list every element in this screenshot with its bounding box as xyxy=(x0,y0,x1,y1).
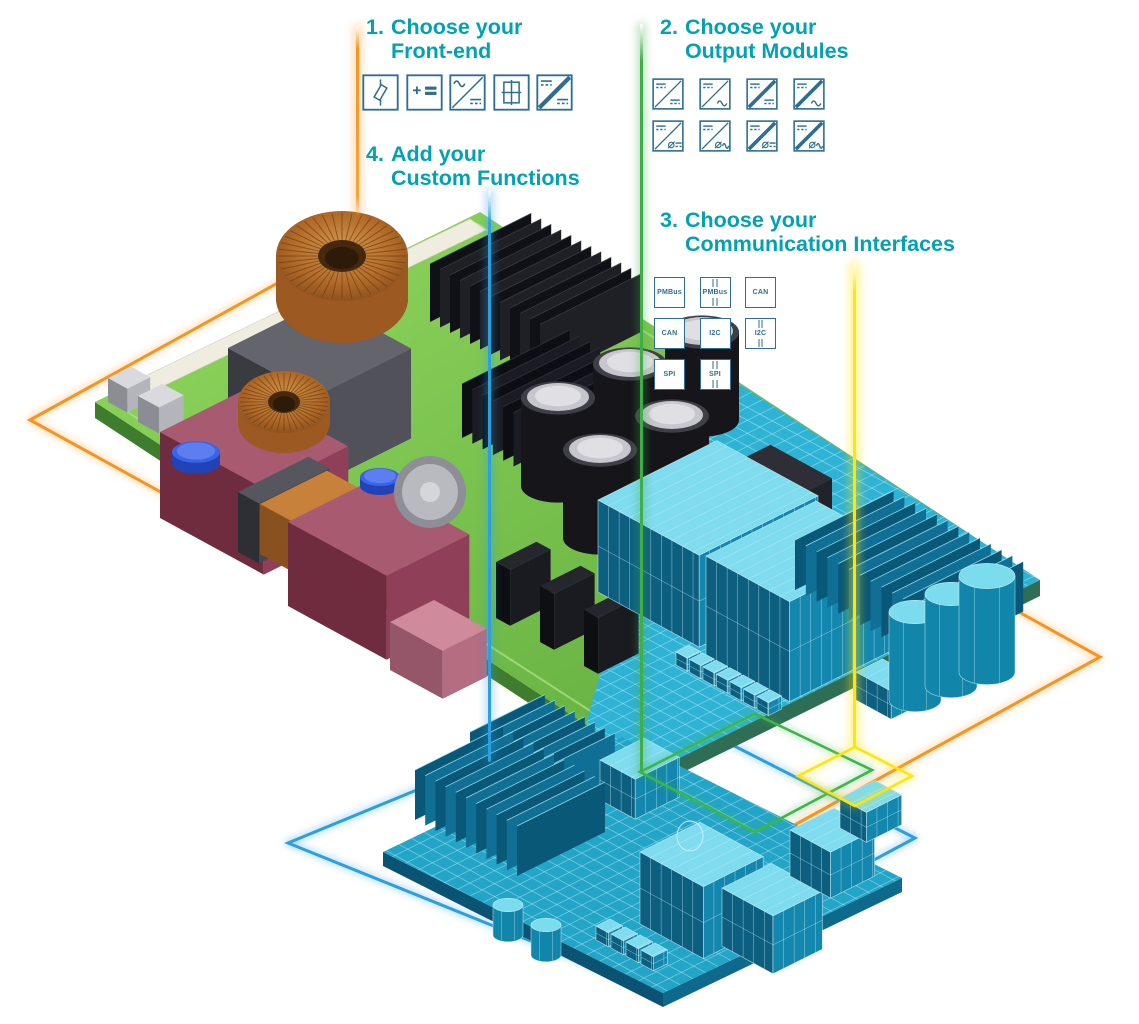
isolated-i2c-interface: I2C xyxy=(745,318,776,349)
interface-label: SPI xyxy=(663,371,676,378)
step-3-number: 3. xyxy=(660,208,678,232)
step-4-line2: Custom Functions xyxy=(390,166,580,191)
step-2-number: 2. xyxy=(660,15,678,39)
isolated-phase-dc-ac-inverter-icon xyxy=(793,120,825,152)
isolation-barrier-icon xyxy=(712,380,718,388)
interface-label: I2C xyxy=(754,330,767,337)
interface-label: SPI xyxy=(709,371,721,378)
dc-dc-converter-icon xyxy=(652,78,684,110)
custom-functions-board xyxy=(383,694,903,1007)
isolated-phase-dc-dc-converter-icon xyxy=(746,120,778,152)
can-interface: CAN xyxy=(745,277,776,308)
frontend-callout-line xyxy=(356,26,359,215)
main-board xyxy=(95,211,1040,786)
i2c-interface: I2C xyxy=(699,318,731,349)
pmbus-interface: PMBus xyxy=(654,277,685,308)
step-4-line1: Add your xyxy=(390,142,486,166)
step-2-line1: Choose your xyxy=(684,15,817,39)
output-modules-callout-line xyxy=(640,24,643,772)
isolation-barrier-icon xyxy=(712,361,718,369)
step-1-heading: 1. Choose your Front-end xyxy=(366,15,522,63)
fuse-icon xyxy=(362,74,399,111)
frontend-icon-row xyxy=(362,74,573,111)
isolation-barrier-icon xyxy=(712,298,718,306)
phase-dc-dc-converter-icon xyxy=(652,120,684,152)
isolated-dc-ac-inverter-icon xyxy=(793,78,825,110)
interface-label: CAN xyxy=(752,289,769,296)
step-4-heading: 4. Add your Custom Functions xyxy=(366,142,580,190)
bridge-rectifier-icon xyxy=(492,74,530,111)
communication-outline xyxy=(795,745,915,808)
isolated-pmbus-interface: PMBus xyxy=(699,277,731,308)
interface-label: PMBus xyxy=(702,289,728,296)
interface-label: PMBus xyxy=(657,289,682,296)
step-1-line1: Choose your xyxy=(390,15,523,39)
step-3-line1: Choose your xyxy=(684,208,817,232)
interface-label: I2C xyxy=(709,330,721,337)
output-modules-outline xyxy=(637,712,875,834)
isolated-dc-dc-converter-icon xyxy=(746,78,778,110)
spi-interface: SPI xyxy=(654,359,685,390)
step-4-number: 4. xyxy=(366,142,384,166)
step-3-line2: Communication Interfaces xyxy=(684,232,955,257)
step-3-heading: 3. Choose your Communication Interfaces xyxy=(660,208,955,256)
custom-functions-callout-line xyxy=(488,190,491,762)
can-interface: CAN xyxy=(654,318,685,349)
communication-callout-line xyxy=(853,263,856,747)
phase-dc-ac-inverter-icon xyxy=(699,120,731,152)
step-1-number: 1. xyxy=(366,15,384,39)
isolation-barrier-icon xyxy=(758,320,763,328)
isolated-spi-interface: SPI xyxy=(699,359,731,390)
step-2-line2: Output Modules xyxy=(684,39,849,64)
isolated-dc-dc-converter-icon xyxy=(536,74,573,111)
step-2-heading: 2. Choose your Output Modules xyxy=(660,15,849,63)
interface-label: CAN xyxy=(661,330,678,337)
output-modules-icon-grid xyxy=(652,78,825,152)
ac-dc-converter-icon xyxy=(449,74,486,111)
dc-input-icon xyxy=(405,74,443,111)
isolation-barrier-icon xyxy=(758,339,763,347)
dc-ac-inverter-icon xyxy=(699,78,731,110)
isolation-barrier-icon xyxy=(712,279,718,287)
step-1-line2: Front-end xyxy=(390,39,492,64)
